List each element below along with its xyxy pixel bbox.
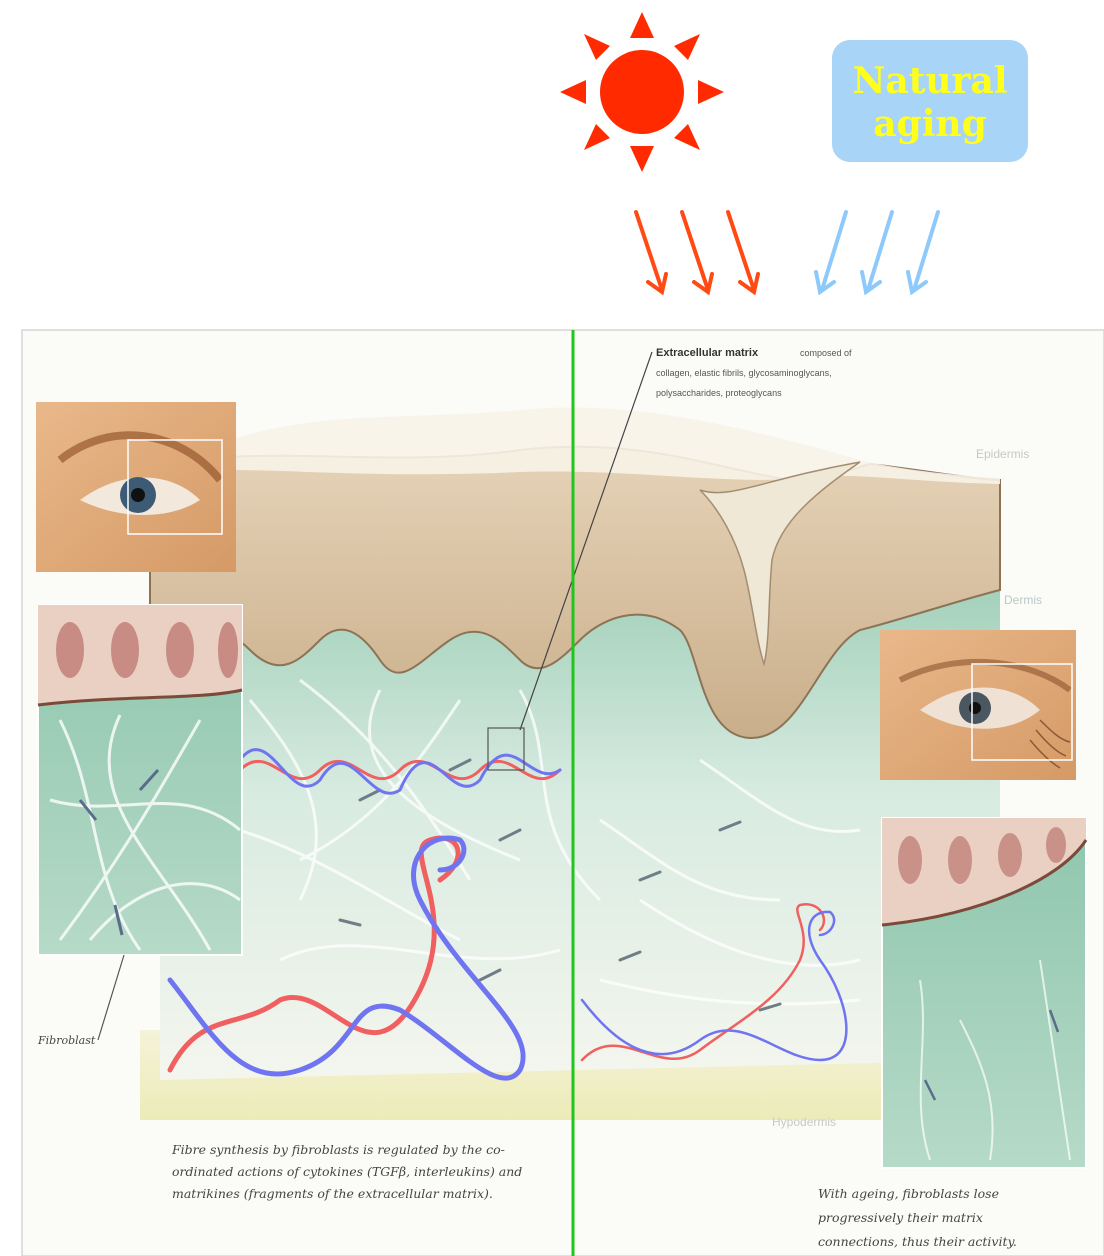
right-caption-line: With ageing, fibroblasts lose <box>818 1186 999 1201</box>
aging-arrow <box>908 212 938 292</box>
hypodermis-label: Hypodermis <box>772 1115 836 1129</box>
left-caption-line: ordinated actions of cytokines (TGFβ, in… <box>172 1164 522 1179</box>
fibroblast-label: Fibroblast <box>37 1034 96 1047</box>
ecm-detail-line3: polysaccharides, proteoglycans <box>656 388 782 398</box>
eye-aged-icon <box>880 630 1076 780</box>
uv-arrow <box>728 212 758 292</box>
uv-arrows <box>636 212 758 292</box>
epidermis-label: Epidermis <box>976 447 1029 461</box>
right-caption-line: connections, thus their activity. <box>818 1234 1017 1249</box>
left-caption-line: matrikines (fragments of the extracellul… <box>172 1186 493 1201</box>
left-caption: Fibre synthesis by fibroblasts is regula… <box>171 1142 522 1201</box>
aging-arrow <box>862 212 892 292</box>
sun-icon <box>560 12 724 172</box>
aging-label-line1: Natural <box>852 60 1007 102</box>
ecm-title: Extracellular matrix <box>656 347 759 359</box>
aging-label-line2: aging <box>873 103 987 145</box>
skin-illustration: Fibroblast Extracellular matrix composed… <box>22 330 1104 1256</box>
ecm-detail-line2: collagen, elastic fibrils, glycosaminogl… <box>656 368 832 378</box>
right-caption-line: progressively their matrix <box>818 1210 983 1225</box>
ecm-detail-line1: composed of <box>800 348 852 358</box>
natural-aging-badge: Natural aging <box>832 40 1028 162</box>
left-caption-line: Fibre synthesis by fibroblasts is regula… <box>171 1142 505 1157</box>
young-skin-inset <box>38 605 242 955</box>
aging-arrows <box>816 212 938 292</box>
eye-young-icon <box>36 402 236 572</box>
aging-arrow <box>816 212 846 292</box>
uv-arrow <box>682 212 712 292</box>
aged-skin-inset <box>882 818 1086 1168</box>
uv-arrow <box>636 212 666 292</box>
dermis-label: Dermis <box>1004 593 1042 607</box>
